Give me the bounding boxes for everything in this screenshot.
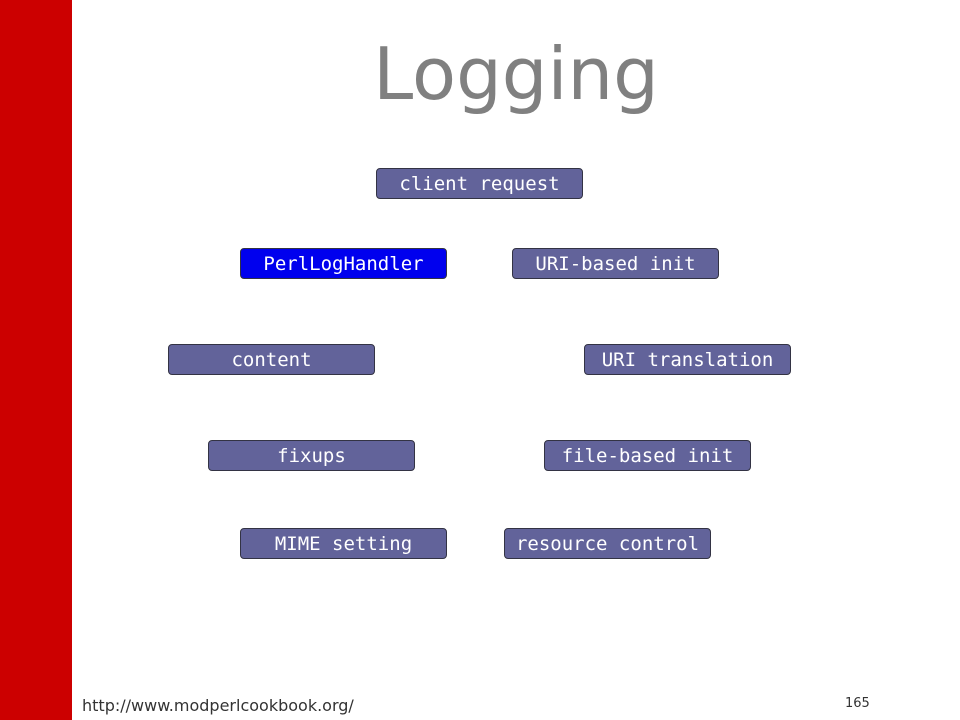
- slide-title: Logging: [373, 32, 659, 116]
- side-accent-bar: [0, 0, 72, 720]
- perl-log-handler-box: PerlLogHandler: [240, 248, 447, 279]
- fixups-box: fixups: [208, 440, 415, 471]
- uri-based-init-box: URI-based init: [512, 248, 719, 279]
- footer-url[interactable]: http://www.modperlcookbook.org/: [82, 696, 354, 715]
- client-request-box: client request: [376, 168, 583, 199]
- file-based-init-box: file-based init: [544, 440, 751, 471]
- page-number: 165: [845, 696, 870, 711]
- resource-control-box: resource control: [504, 528, 711, 559]
- uri-translation-box: URI translation: [584, 344, 791, 375]
- mime-setting-box: MIME setting: [240, 528, 447, 559]
- content-box: content: [168, 344, 375, 375]
